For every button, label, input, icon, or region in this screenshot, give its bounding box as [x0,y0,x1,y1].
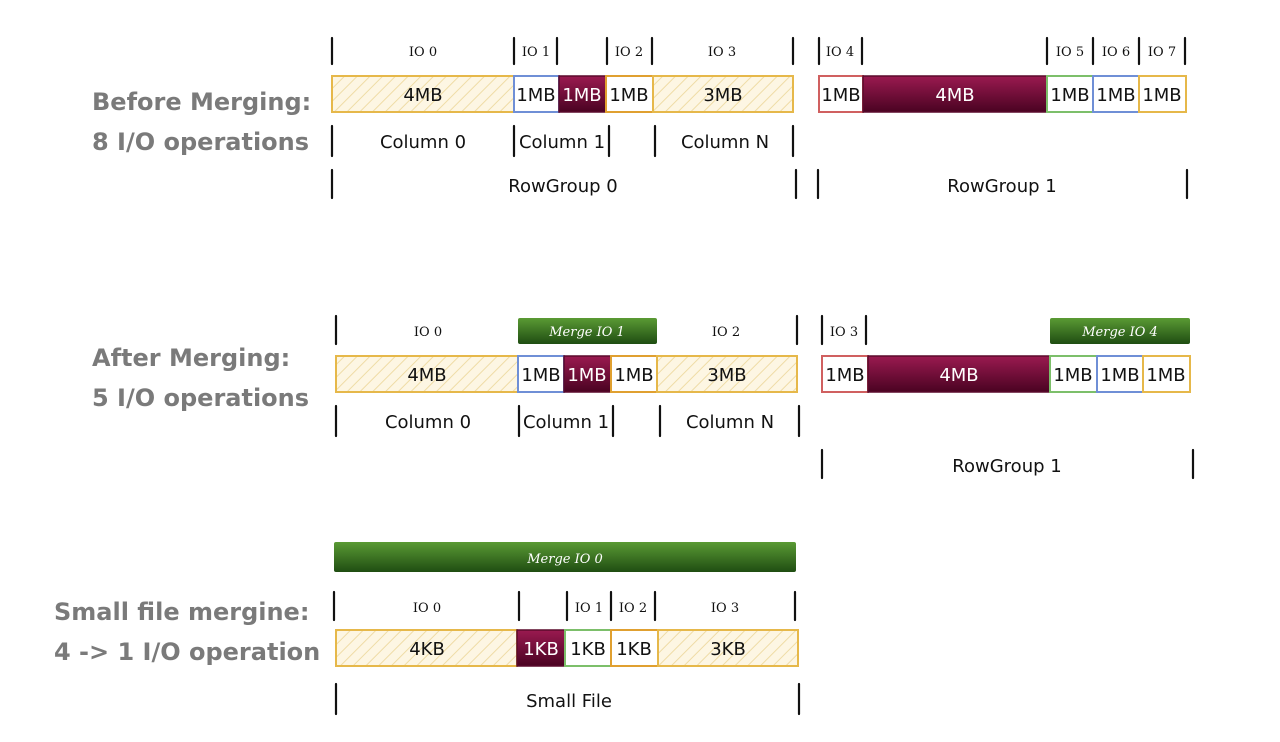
small-file-label: Small file mergine: 4 -> 1 I/O operation [54,592,320,672]
small-seg-3 [610,629,659,667]
after-merge-label-4: Merge IO 4 [1081,325,1158,340]
before-seg-6 [862,75,1048,113]
before-merging-count: 8 I/O operations [92,128,310,156]
after-column-label-n: Column N [686,412,774,433]
after-seg-4 [656,355,798,393]
after-seg-label-5: 1MB [825,365,864,386]
after-merging-label: After Merging: 5 I/O operations [92,338,309,418]
after-io-label-2: IO 2 [712,325,740,340]
small-seg-0 [335,629,518,667]
before-seg-9 [1138,75,1187,113]
small-file-count: 4 -> 1 I/O operation [54,638,321,666]
before-section: IO 0 IO 1 IO 2 IO 3 IO 4 IO 5 IO 6 IO 7 … [330,36,1189,200]
before-seg-4 [652,75,794,113]
before-rowgroup-label-1: RowGroup 1 [947,176,1056,197]
small-seg-1 [516,629,566,667]
small-seg-label-2: 1KB [570,639,606,660]
after-merging-title: After Merging: [92,344,291,372]
after-seg-label-9: 1MB [1146,365,1185,386]
before-io-label-0: IO 0 [409,45,437,60]
small-io-label-0: IO 0 [413,601,441,616]
after-seg-label-6: 4MB [939,365,978,386]
after-seg-2 [563,355,612,393]
after-seg-9 [1142,355,1191,393]
after-seg-5 [821,355,869,393]
small-io-ticks [332,590,797,622]
after-section: IO 0 IO 2 IO 3 Merge IO 1 Merge IO 4 4MB… [334,314,1195,480]
before-seg-label-5: 1MB [821,85,860,106]
before-rowgroup-ticks [330,168,1189,200]
before-seg-label-9: 1MB [1142,85,1181,106]
before-io-label-4: IO 4 [826,45,854,60]
small-io-label-3: IO 3 [711,601,739,616]
before-rowgroup-label-0: RowGroup 0 [508,176,617,197]
after-seg-label-0: 4MB [407,365,446,386]
small-seg-label-4: 3KB [710,639,746,660]
after-rowgroup-ticks [820,448,1195,480]
after-seg-label-1: 1MB [521,365,560,386]
after-seg-label-3: 1MB [614,365,653,386]
after-column-ticks [334,404,801,438]
after-rowgroup-label-1: RowGroup 1 [952,456,1061,477]
before-io-label-7: IO 7 [1148,45,1176,60]
before-io-label-3: IO 3 [708,45,736,60]
before-seg-3 [605,75,654,113]
before-merging-title: Before Merging: [92,88,312,116]
after-seg-label-4: 3MB [707,365,746,386]
before-column-label-1: Column 1 [519,132,605,153]
before-seg-label-1: 1MB [516,85,555,106]
small-merge-bar-0 [334,542,796,572]
after-column-label-0: Column 0 [385,412,471,433]
before-column-ticks [330,124,795,158]
after-column-label-1: Column 1 [523,412,609,433]
after-io-label-3: IO 3 [830,325,858,340]
before-seg-label-6: 4MB [935,85,974,106]
after-seg-1 [517,355,565,393]
before-io-label-6: IO 6 [1102,45,1130,60]
before-seg-label-2: 1MB [562,85,601,106]
before-io-label-5: IO 5 [1056,45,1084,60]
before-seg-label-3: 1MB [609,85,648,106]
small-merge-label-0: Merge IO 0 [526,552,603,567]
small-file-title: Small file mergine: [54,598,310,626]
small-seg-label-0: 4KB [409,639,445,660]
after-seg-label-8: 1MB [1100,365,1139,386]
small-file-name-label: Small File [526,691,612,712]
before-seg-label-7: 1MB [1050,85,1089,106]
before-seg-label-4: 3MB [703,85,742,106]
small-section: Merge IO 0 IO 0 IO 1 IO 2 IO 3 4KB 1KB 1… [332,542,801,716]
after-merge-label-1: Merge IO 1 [548,325,625,340]
after-seg-label-7: 1MB [1053,365,1092,386]
before-io-ticks [330,36,1187,66]
after-io-ticks [334,314,868,346]
small-io-label-1: IO 1 [575,601,603,616]
after-io-label-0: IO 0 [414,325,442,340]
small-io-label-2: IO 2 [619,601,647,616]
before-column-label-n: Column N [681,132,769,153]
small-seg-4 [657,629,799,667]
before-seg-label-0: 4MB [403,85,442,106]
before-seg-label-8: 1MB [1096,85,1135,106]
small-seg-label-3: 1KB [616,639,652,660]
after-seg-8 [1096,355,1144,393]
before-column-label-0: Column 0 [380,132,466,153]
after-seg-label-2: 1MB [567,365,606,386]
before-seg-5 [818,75,864,113]
after-seg-0 [335,355,519,393]
before-merging-label: Before Merging: 8 I/O operations [92,82,311,162]
before-io-label-2: IO 2 [615,45,643,60]
after-merge-bar-4 [1050,318,1190,344]
after-merge-bar-1 [518,318,657,344]
before-io-label-1: IO 1 [522,45,550,60]
after-merging-count: 5 I/O operations [92,384,310,412]
small-seg-label-1: 1KB [523,639,559,660]
small-file-ticks [334,682,801,716]
